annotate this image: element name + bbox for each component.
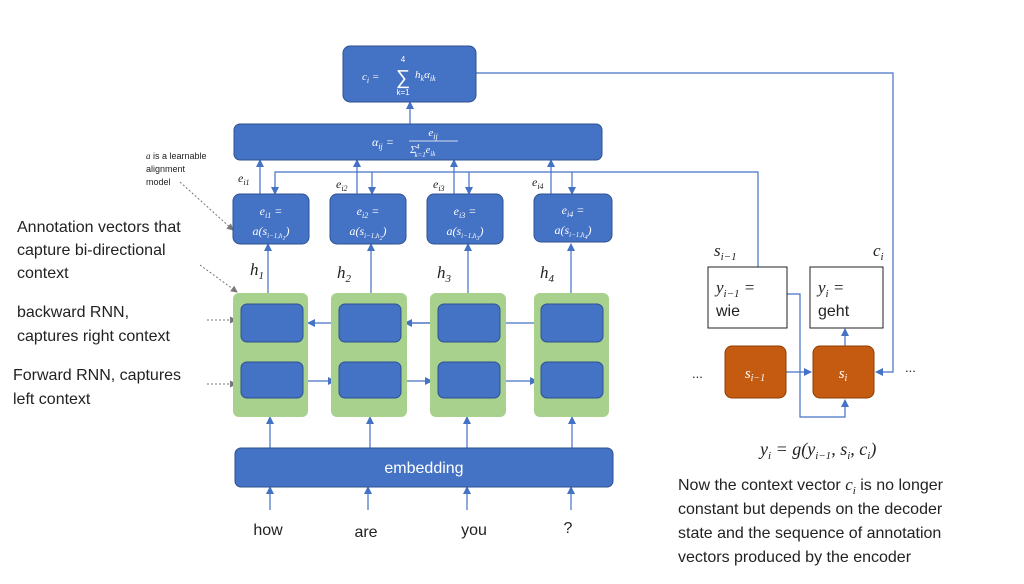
forward-cell-4 <box>540 361 604 399</box>
arrow-yprev-to-scur <box>787 293 849 418</box>
svg-text:a(si−1,h2): a(si−1,h2) <box>349 224 386 242</box>
e-label-1: ei1 <box>238 171 250 187</box>
svg-text:si−1: si−1 <box>745 366 765 384</box>
encoder-column-4 <box>534 293 609 417</box>
alignment-note-line2: alignment <box>146 164 186 174</box>
decoder-sprev-label: si−1 <box>714 241 737 263</box>
e-label-2: ei2 <box>336 177 348 193</box>
input-word-1: how <box>253 522 283 539</box>
explanation: Now the context vector ci is no longer c… <box>678 475 944 566</box>
output-equation: yi = g(yi−1, si, ci) <box>758 439 876 462</box>
encoder-column-1 <box>233 293 308 417</box>
forward-cell-1 <box>240 361 304 399</box>
backward-cell-4 <box>540 303 604 343</box>
explanation-line2: constant but depends on the decoder <box>678 501 943 518</box>
backward-cell-3 <box>437 303 501 343</box>
encoder-column-2 <box>331 293 407 417</box>
annotation-label-line2: capture bi-directional <box>17 242 166 259</box>
connectors <box>256 72 894 510</box>
context-vector-box: ci = 4 ∑ k=1 hkαik <box>342 45 477 103</box>
e-label-3: ei3 <box>433 177 445 193</box>
prev-output-box: yi−1 = wie <box>707 266 788 329</box>
embedding-label: embedding <box>384 460 463 477</box>
svg-text:ei1 =: ei1 = <box>260 204 283 220</box>
score-box-1: ei1 = a(si−1,h1) <box>232 193 310 245</box>
backward-label-line1: backward RNN, <box>17 304 129 321</box>
score-box-4: ei4 = a(si−1,h4) <box>533 193 613 243</box>
alignment-note: a is a learnable alignment model <box>146 151 207 187</box>
annotation-label-line3: context <box>17 265 69 282</box>
alpha-formula-numerator: eij <box>428 127 438 141</box>
h-label-2: h2 <box>337 263 352 285</box>
e-labels: ei1 ei2 ei3 ei4 <box>238 171 544 193</box>
context-sum-sign: ∑ <box>396 67 410 89</box>
h-label-3: h3 <box>437 263 452 285</box>
decoder-c-label: ci <box>873 241 884 263</box>
h-labels: h1 h2 h3 h4 <box>250 260 555 285</box>
input-words: how are you ? <box>253 520 572 541</box>
score-box-2: ei2 = a(si−1,h2) <box>329 193 407 245</box>
forward-label-line2: left context <box>13 391 91 408</box>
pointer-alignment-model <box>179 181 234 231</box>
arrow-context-to-decoder <box>476 72 894 376</box>
context-sum-bottom: k=1 <box>396 88 410 97</box>
input-word-4: ? <box>564 520 573 537</box>
explanation-line4: vectors produced by the encoder <box>678 549 912 566</box>
svg-text:wie: wie <box>715 303 740 320</box>
arrow-sprev-to-e1 <box>271 171 759 328</box>
forward-label-line1: Forward RNN, captures <box>13 367 181 384</box>
forward-cell-3 <box>437 361 501 399</box>
svg-text:geht: geht <box>818 303 850 320</box>
backward-cell-2 <box>338 303 402 343</box>
left-labels: Annotation vectors that capture bi-direc… <box>13 219 181 408</box>
input-word-2: are <box>354 524 377 541</box>
backward-cell-1 <box>240 303 304 343</box>
decoder: si−1 ci yi−1 = wie yi = geht si−1 si ...… <box>692 241 916 462</box>
explanation-line1: Now the context vector ci is no longer <box>678 475 944 497</box>
input-word-3: you <box>461 522 487 539</box>
svg-text:ei4 =: ei4 = <box>562 203 585 219</box>
forward-cell-2 <box>338 361 402 399</box>
alignment-note-line3: model <box>146 177 171 187</box>
annotation-pointers <box>179 181 238 388</box>
svg-text:a(si−1,h3): a(si−1,h3) <box>446 224 483 242</box>
context-formula-lhs: ci = <box>362 71 379 85</box>
svg-text:yi−1 =: yi−1 = <box>714 278 755 300</box>
explanation-line3: state and the sequence of annotation <box>678 525 941 542</box>
svg-text:ei3 =: ei3 = <box>454 204 477 220</box>
score-box-3: ei3 = a(si−1,h3) <box>426 193 504 245</box>
h-label-4: h4 <box>540 263 555 285</box>
pointer-annotation-vectors <box>199 264 238 293</box>
svg-text:a(si−1,h4): a(si−1,h4) <box>554 223 591 241</box>
context-formula-term: hkαik <box>415 69 436 83</box>
embedding-box: embedding <box>234 447 614 488</box>
decoder-state-cur: si <box>812 345 875 399</box>
alpha-formula-lhs: αij = <box>372 135 394 151</box>
decoder-ellipsis-right: ... <box>905 360 916 375</box>
e-label-4: ei4 <box>532 175 544 191</box>
alignment-note-line1: a is a learnable <box>146 151 207 161</box>
context-sum-top: 4 <box>401 55 406 64</box>
decoder-ellipsis-left: ... <box>692 366 703 381</box>
svg-text:a(si−1,h1): a(si−1,h1) <box>252 224 289 242</box>
backward-label-line2: captures right context <box>17 328 171 345</box>
decoder-state-prev: si−1 <box>724 345 787 399</box>
encoder-columns <box>233 293 609 417</box>
cur-output-box: yi = geht <box>809 266 884 329</box>
encoder-column-3 <box>430 293 506 417</box>
svg-text:si: si <box>839 366 848 384</box>
svg-text:yi =: yi = <box>816 278 844 300</box>
annotation-label-line1: Annotation vectors that <box>17 219 181 236</box>
score-boxes: ei1 = a(si−1,h1) ei2 = a(si−1,h2) ei3 = … <box>232 193 613 245</box>
svg-text:ei2 =: ei2 = <box>357 204 380 220</box>
h-label-1: h1 <box>250 260 264 282</box>
